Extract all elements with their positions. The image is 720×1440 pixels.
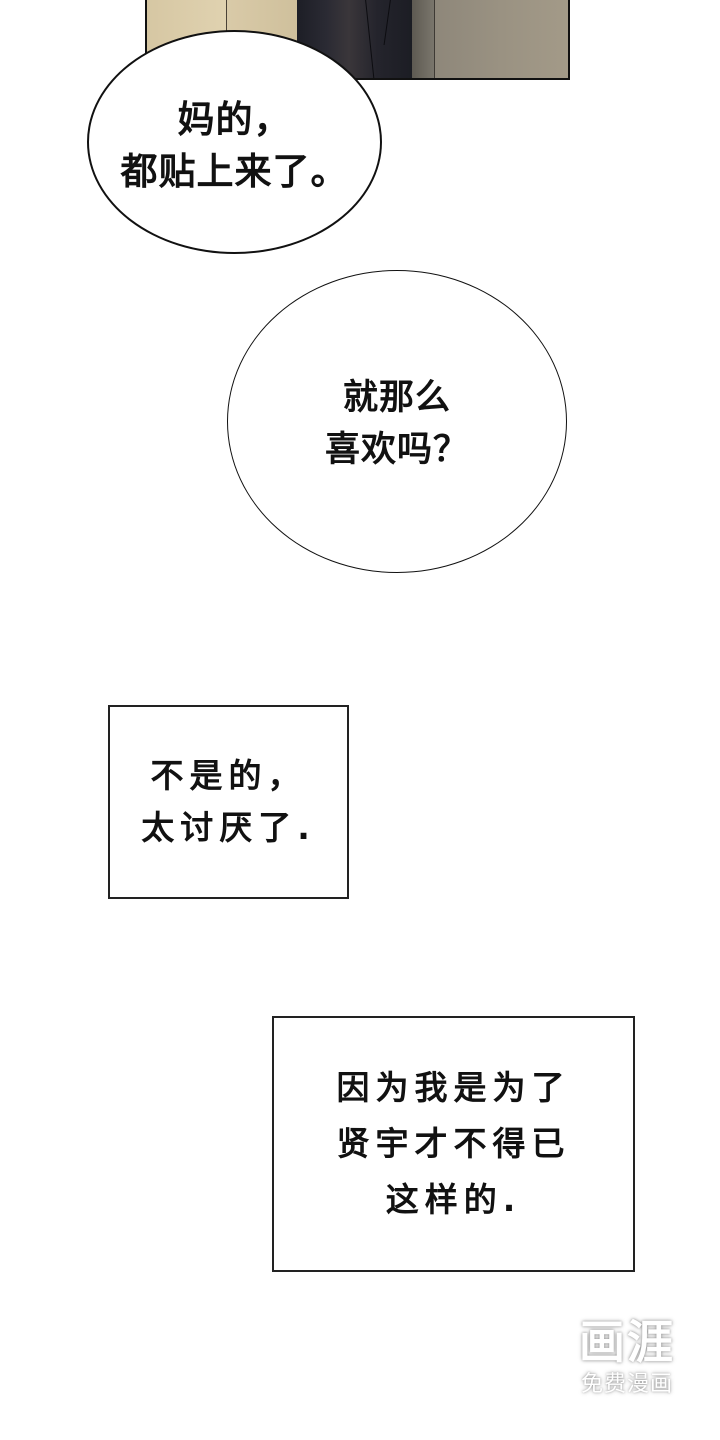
speech-bubble-2: 就那么 喜欢吗？ [227, 270, 567, 573]
door-edge [412, 0, 434, 78]
watermark-logo: 画涯 [579, 1315, 675, 1369]
caption-box-1: 不是的， 太讨厌了. [108, 705, 349, 899]
speech-bubble-1: 妈的， 都贴上来了。 [87, 30, 382, 254]
door-seam [434, 0, 435, 78]
speech-bubble-text: 妈的， 都贴上来了。 [120, 98, 349, 193]
speech-bubble-text: 就那么 喜欢吗？ [324, 377, 469, 470]
caption-text: 因为我是为了 贤宇才不得已 这样的. [336, 1068, 571, 1219]
door [435, 0, 568, 78]
caption-box-2: 因为我是为了 贤宇才不得已 这样的. [272, 1016, 635, 1272]
caption-text: 不是的， 太讨厌了. [141, 756, 316, 847]
watermark-subtitle: 免费漫画 [580, 1372, 673, 1397]
watermark: 画涯 免费漫画 [562, 1314, 692, 1400]
